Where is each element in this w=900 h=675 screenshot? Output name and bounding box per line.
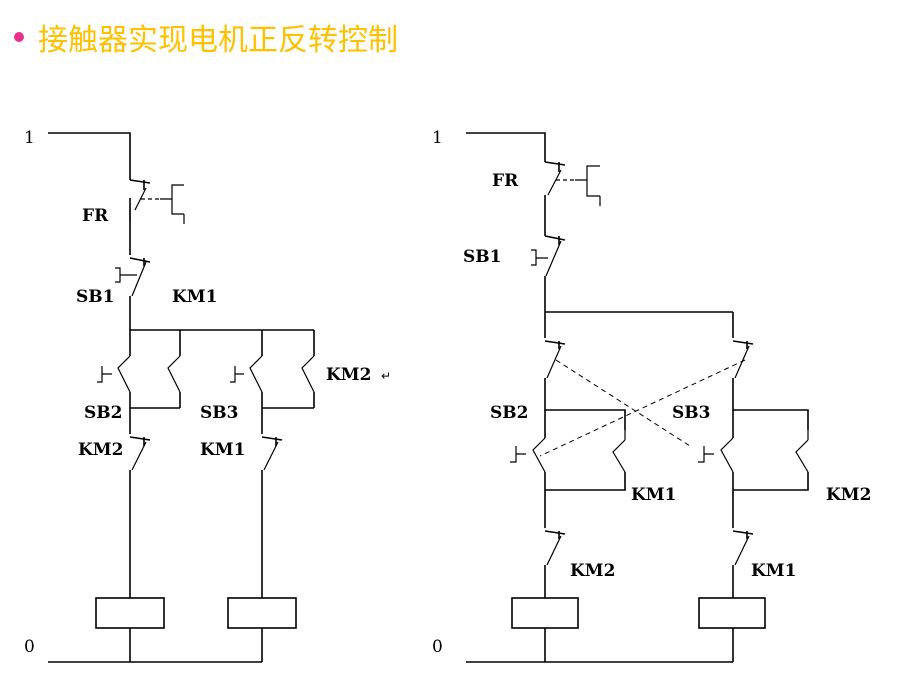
left-return-mark: ↵ — [381, 369, 391, 383]
right-label-sb1: SB1 — [463, 247, 501, 267]
right-circuit: 1 0 — [432, 128, 871, 663]
left-label-fr: FR — [82, 206, 109, 226]
left-label-sb1: SB1 — [76, 287, 114, 307]
bullet-dot — [14, 32, 24, 42]
right-label-km1-hold: KM1 — [631, 485, 676, 505]
left-label-km2-hold: KM2 — [326, 365, 371, 385]
left-label-sb3: SB3 — [200, 403, 238, 423]
left-circuit: 1 0 — [24, 128, 391, 663]
right-label-sb2: SB2 — [490, 403, 528, 423]
left-label-km1-interlock: KM1 — [200, 440, 245, 460]
right-wires — [466, 132, 809, 663]
left-label-sb2: SB2 — [84, 403, 122, 423]
right-label-fr: FR — [492, 171, 519, 191]
title-text: 接触器实现电机正反转控制 — [38, 23, 398, 58]
right-label-km1-interlock: KM1 — [751, 561, 796, 581]
right-node-0: 0 — [432, 637, 443, 657]
right-label-km2-hold: KM2 — [826, 485, 871, 505]
left-label-km1-hold: KM1 — [172, 287, 217, 307]
slide-title: 接触器实现电机正反转控制 — [14, 12, 398, 62]
right-label-km2-interlock: KM2 — [570, 561, 615, 581]
left-node-0: 0 — [24, 637, 35, 657]
left-node-1: 1 — [24, 128, 35, 148]
right-node-1: 1 — [432, 128, 443, 148]
right-label-sb3: SB3 — [672, 403, 710, 423]
left-wires — [48, 132, 315, 663]
left-label-km2-interlock: KM2 — [78, 440, 123, 460]
